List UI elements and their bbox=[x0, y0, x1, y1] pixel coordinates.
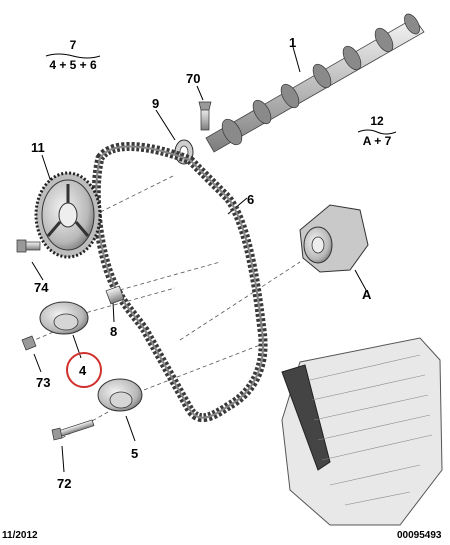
tensioner-pulley bbox=[39, 301, 89, 335]
idler-pulley bbox=[97, 378, 143, 412]
tensioner-bolt bbox=[21, 335, 37, 351]
footer-reference: 00095493 bbox=[397, 530, 442, 541]
callout-A: A bbox=[362, 287, 372, 302]
callout-5: 5 bbox=[131, 446, 139, 461]
footer-date: 11/2012 bbox=[2, 530, 38, 541]
callout-74: 74 bbox=[34, 280, 49, 295]
callout-73: 73 bbox=[36, 375, 51, 390]
engine-block-overview bbox=[281, 337, 443, 526]
sprocket-bolt bbox=[16, 239, 41, 253]
callout-9: 9 bbox=[152, 96, 160, 111]
group-brace-7 bbox=[45, 53, 101, 59]
callout-4: 4 bbox=[79, 363, 87, 378]
idler-bolt bbox=[51, 419, 95, 441]
callout-70: 70 bbox=[186, 71, 201, 86]
group-12-contents: A + 7 bbox=[362, 134, 392, 148]
callout-72: 72 bbox=[57, 476, 72, 491]
callout-11: 11 bbox=[31, 140, 45, 155]
callout-1: 1 bbox=[289, 35, 297, 50]
callout-6: 6 bbox=[247, 192, 255, 207]
camshaft bbox=[205, 13, 425, 153]
highlight-circle bbox=[66, 352, 102, 388]
group-7-number: 7 bbox=[69, 38, 77, 52]
timing-belt bbox=[91, 141, 268, 423]
camshaft-bolt bbox=[198, 101, 212, 131]
tensioner-stud bbox=[105, 285, 125, 305]
water-pump bbox=[299, 204, 369, 273]
callout-8: 8 bbox=[110, 324, 118, 339]
group-brace-12 bbox=[357, 129, 397, 135]
group-7-contents: 4 + 5 + 6 bbox=[49, 58, 97, 72]
camshaft-sprocket bbox=[34, 171, 102, 259]
group-label-12: 12 A + 7 bbox=[352, 114, 402, 148]
group-12-number: 12 bbox=[370, 114, 384, 128]
group-label-7: 7 4 + 5 + 6 bbox=[40, 38, 106, 72]
